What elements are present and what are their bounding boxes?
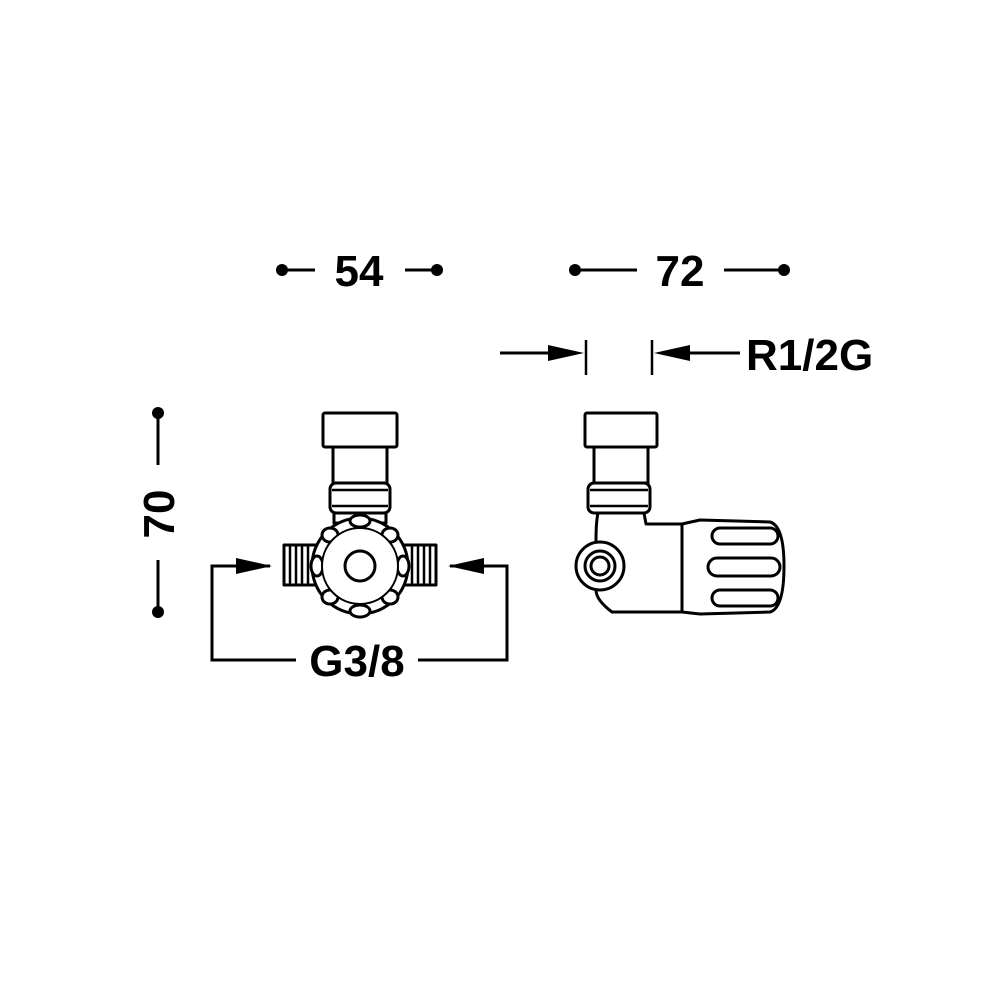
dimension-height-70: 70 bbox=[135, 407, 184, 618]
dimension-dot bbox=[431, 264, 443, 276]
thread-lines bbox=[282, 545, 310, 585]
dimension-width-54: 54 bbox=[276, 247, 443, 296]
dimension-depth-label: 72 bbox=[656, 247, 705, 296]
arrow-head-icon bbox=[448, 558, 484, 574]
dimension-inlet-thread: R1/2G bbox=[500, 331, 873, 380]
knurl bbox=[348, 513, 372, 529]
dimension-depth-72: 72 bbox=[569, 247, 790, 296]
dimension-dot bbox=[152, 606, 164, 618]
dimension-height-label: 70 bbox=[135, 490, 184, 539]
handle-rib bbox=[710, 526, 780, 546]
valve-side-neck bbox=[592, 445, 650, 485]
valve-side-view bbox=[574, 411, 786, 616]
valve-collar bbox=[328, 481, 392, 515]
knurl bbox=[348, 603, 372, 619]
arrow-head-icon bbox=[548, 345, 584, 361]
valve-neck bbox=[331, 445, 389, 485]
dimension-outlet-thread: G3/8 bbox=[210, 558, 509, 686]
valve-side-body bbox=[594, 511, 684, 614]
valve-side-port-hole bbox=[589, 555, 611, 577]
thread-lines bbox=[410, 545, 438, 585]
valve-side-collar bbox=[586, 481, 652, 515]
valve-side-handle-ribs bbox=[706, 526, 782, 608]
valve-center-hole bbox=[343, 549, 377, 583]
dimension-width-label: 54 bbox=[335, 247, 384, 296]
arrow-head-icon bbox=[236, 558, 272, 574]
dimension-dot bbox=[778, 264, 790, 276]
handle-rib bbox=[710, 588, 780, 608]
dimension-inlet-label: R1/2G bbox=[746, 331, 873, 380]
valve-front-view bbox=[282, 411, 438, 619]
valve-side-top-cap bbox=[583, 411, 659, 449]
valve-top-cap bbox=[321, 411, 399, 449]
handle-rib bbox=[706, 556, 782, 578]
dimension-outlet-label: G3/8 bbox=[309, 637, 404, 686]
